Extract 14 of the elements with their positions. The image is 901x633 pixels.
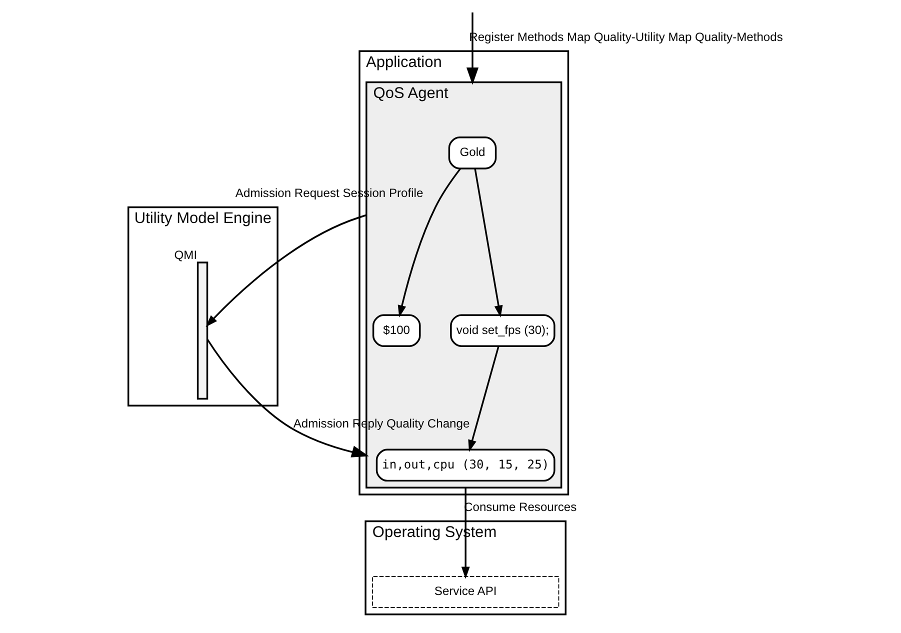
node-box: $100 bbox=[372, 314, 421, 347]
arrow bbox=[206, 338, 369, 458]
arrow bbox=[468, 346, 500, 452]
node-label: QMI bbox=[174, 248, 198, 262]
arrow bbox=[398, 168, 462, 318]
arrow bbox=[461, 488, 470, 579]
node-box: Gold bbox=[448, 136, 497, 170]
arrow bbox=[206, 214, 367, 327]
node-box: Service API bbox=[372, 576, 560, 608]
arrow bbox=[466, 12, 479, 85]
arrow bbox=[474, 168, 503, 318]
node-bar bbox=[196, 262, 208, 400]
node-box: in,out,cpu (30, 15, 25) bbox=[376, 448, 556, 482]
node-box: void set_fps (30); bbox=[450, 314, 556, 347]
